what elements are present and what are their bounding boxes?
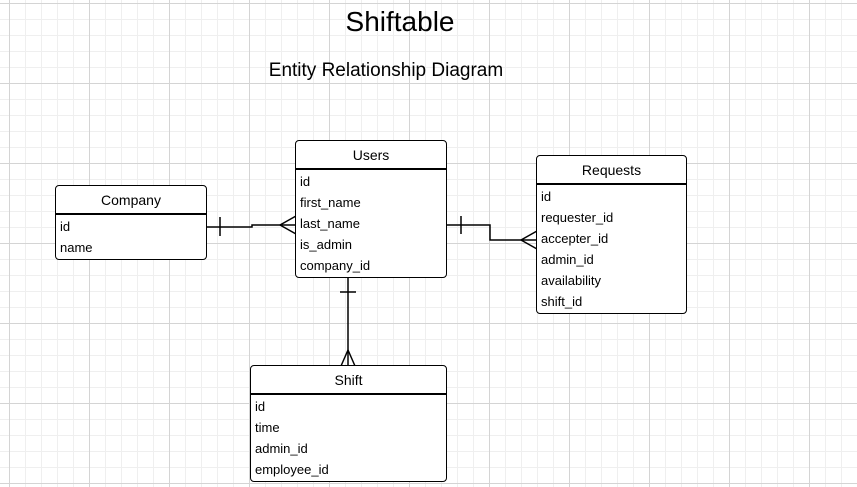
attribute-users-last-name: last_name (300, 216, 360, 231)
attribute-users-company-id: company_id (300, 258, 371, 273)
attribute-requests-shift-id: shift_id (541, 294, 583, 309)
entity-requests-name: Requests (537, 156, 686, 185)
entity-requests[interactable]: Requests id requester_id accepter_id adm… (536, 155, 687, 314)
entity-users-name: Users (296, 141, 446, 170)
attribute-requests-id: id (541, 189, 552, 204)
entity-company-name: Company (56, 186, 206, 215)
entity-users[interactable]: Users id first_name last_name is_admin c… (295, 140, 447, 278)
entity-shift[interactable]: Shift id time admin_id employee_id (250, 365, 447, 482)
relationship-users-requests (446, 216, 538, 250)
attribute-requests-requester-id: requester_id (541, 210, 614, 225)
attribute-users-is-admin: is_admin (300, 237, 353, 252)
attribute-company-id: id (60, 219, 71, 234)
relationship-company-users (206, 215, 297, 236)
attribute-shift-id: id (255, 399, 266, 414)
entity-shift-name: Shift (251, 366, 446, 395)
attribute-shift-admin-id: admin_id (255, 441, 308, 456)
diagram-title: Shiftable (345, 6, 455, 37)
attribute-shift-time: time (255, 420, 280, 435)
attribute-users-id: id (300, 174, 311, 189)
relationship-users-shift (340, 278, 356, 367)
diagram-subtitle: Entity Relationship Diagram (268, 60, 504, 81)
attribute-requests-accepter-id: accepter_id (541, 231, 609, 246)
entity-company[interactable]: Company id name (55, 185, 207, 260)
attribute-requests-admin-id: admin_id (541, 252, 594, 267)
attribute-users-first-name: first_name (300, 195, 361, 210)
attribute-shift-employee-id: employee_id (255, 462, 329, 477)
attribute-company-name: name (60, 240, 93, 255)
attribute-requests-availability: availability (541, 273, 601, 288)
